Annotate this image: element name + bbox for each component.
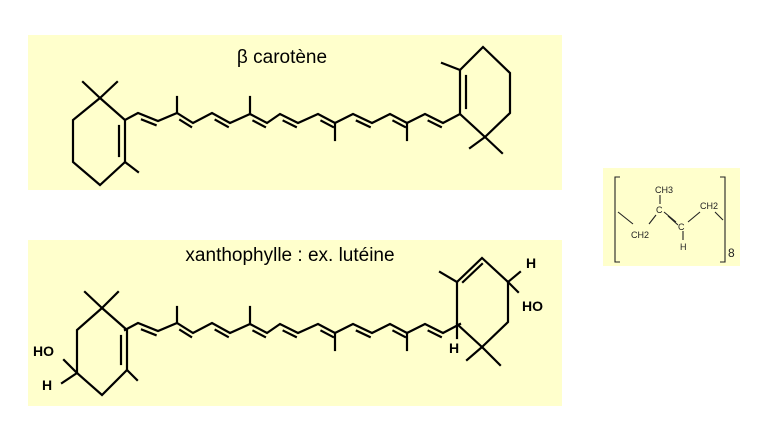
right-ring: H HO H [438, 255, 543, 367]
repeat-count-subscript: 8 [728, 246, 735, 260]
isoprene-repeat-unit: CH3 CH2 C C H CH2 8 [614, 176, 735, 263]
isoprene-repeat-unit-panel [603, 168, 740, 266]
lutein-structure: HO H H HO H [33, 255, 543, 397]
ch3-label: CH3 [655, 185, 673, 195]
hydrogen-label: H [449, 340, 459, 356]
left-ring [71, 80, 140, 187]
hydrogen-label: H [526, 255, 536, 271]
left-bracket [614, 176, 620, 263]
ch2-label: CH2 [700, 201, 718, 211]
beta-carotene-structure [71, 45, 512, 187]
hydroxyl-label: HO [522, 298, 543, 314]
ch2-label: CH2 [631, 230, 649, 240]
hydrogen-label: H [42, 377, 52, 393]
hydroxyl-label: HO [33, 343, 54, 359]
carbon-label: C [656, 205, 663, 215]
lutein-title: xanthophylle : ex. lutéine [185, 245, 395, 266]
repeat-unit-bonds [617, 211, 724, 226]
carbon-label: C [678, 222, 685, 232]
right-ring [440, 45, 512, 155]
right-bracket [720, 176, 726, 263]
repeat-unit-substituent-bonds [659, 195, 684, 240]
beta-carotene-title: β carotène [236, 47, 328, 68]
hydrogen-label: H [680, 242, 687, 252]
left-ring: HO H [33, 290, 139, 397]
